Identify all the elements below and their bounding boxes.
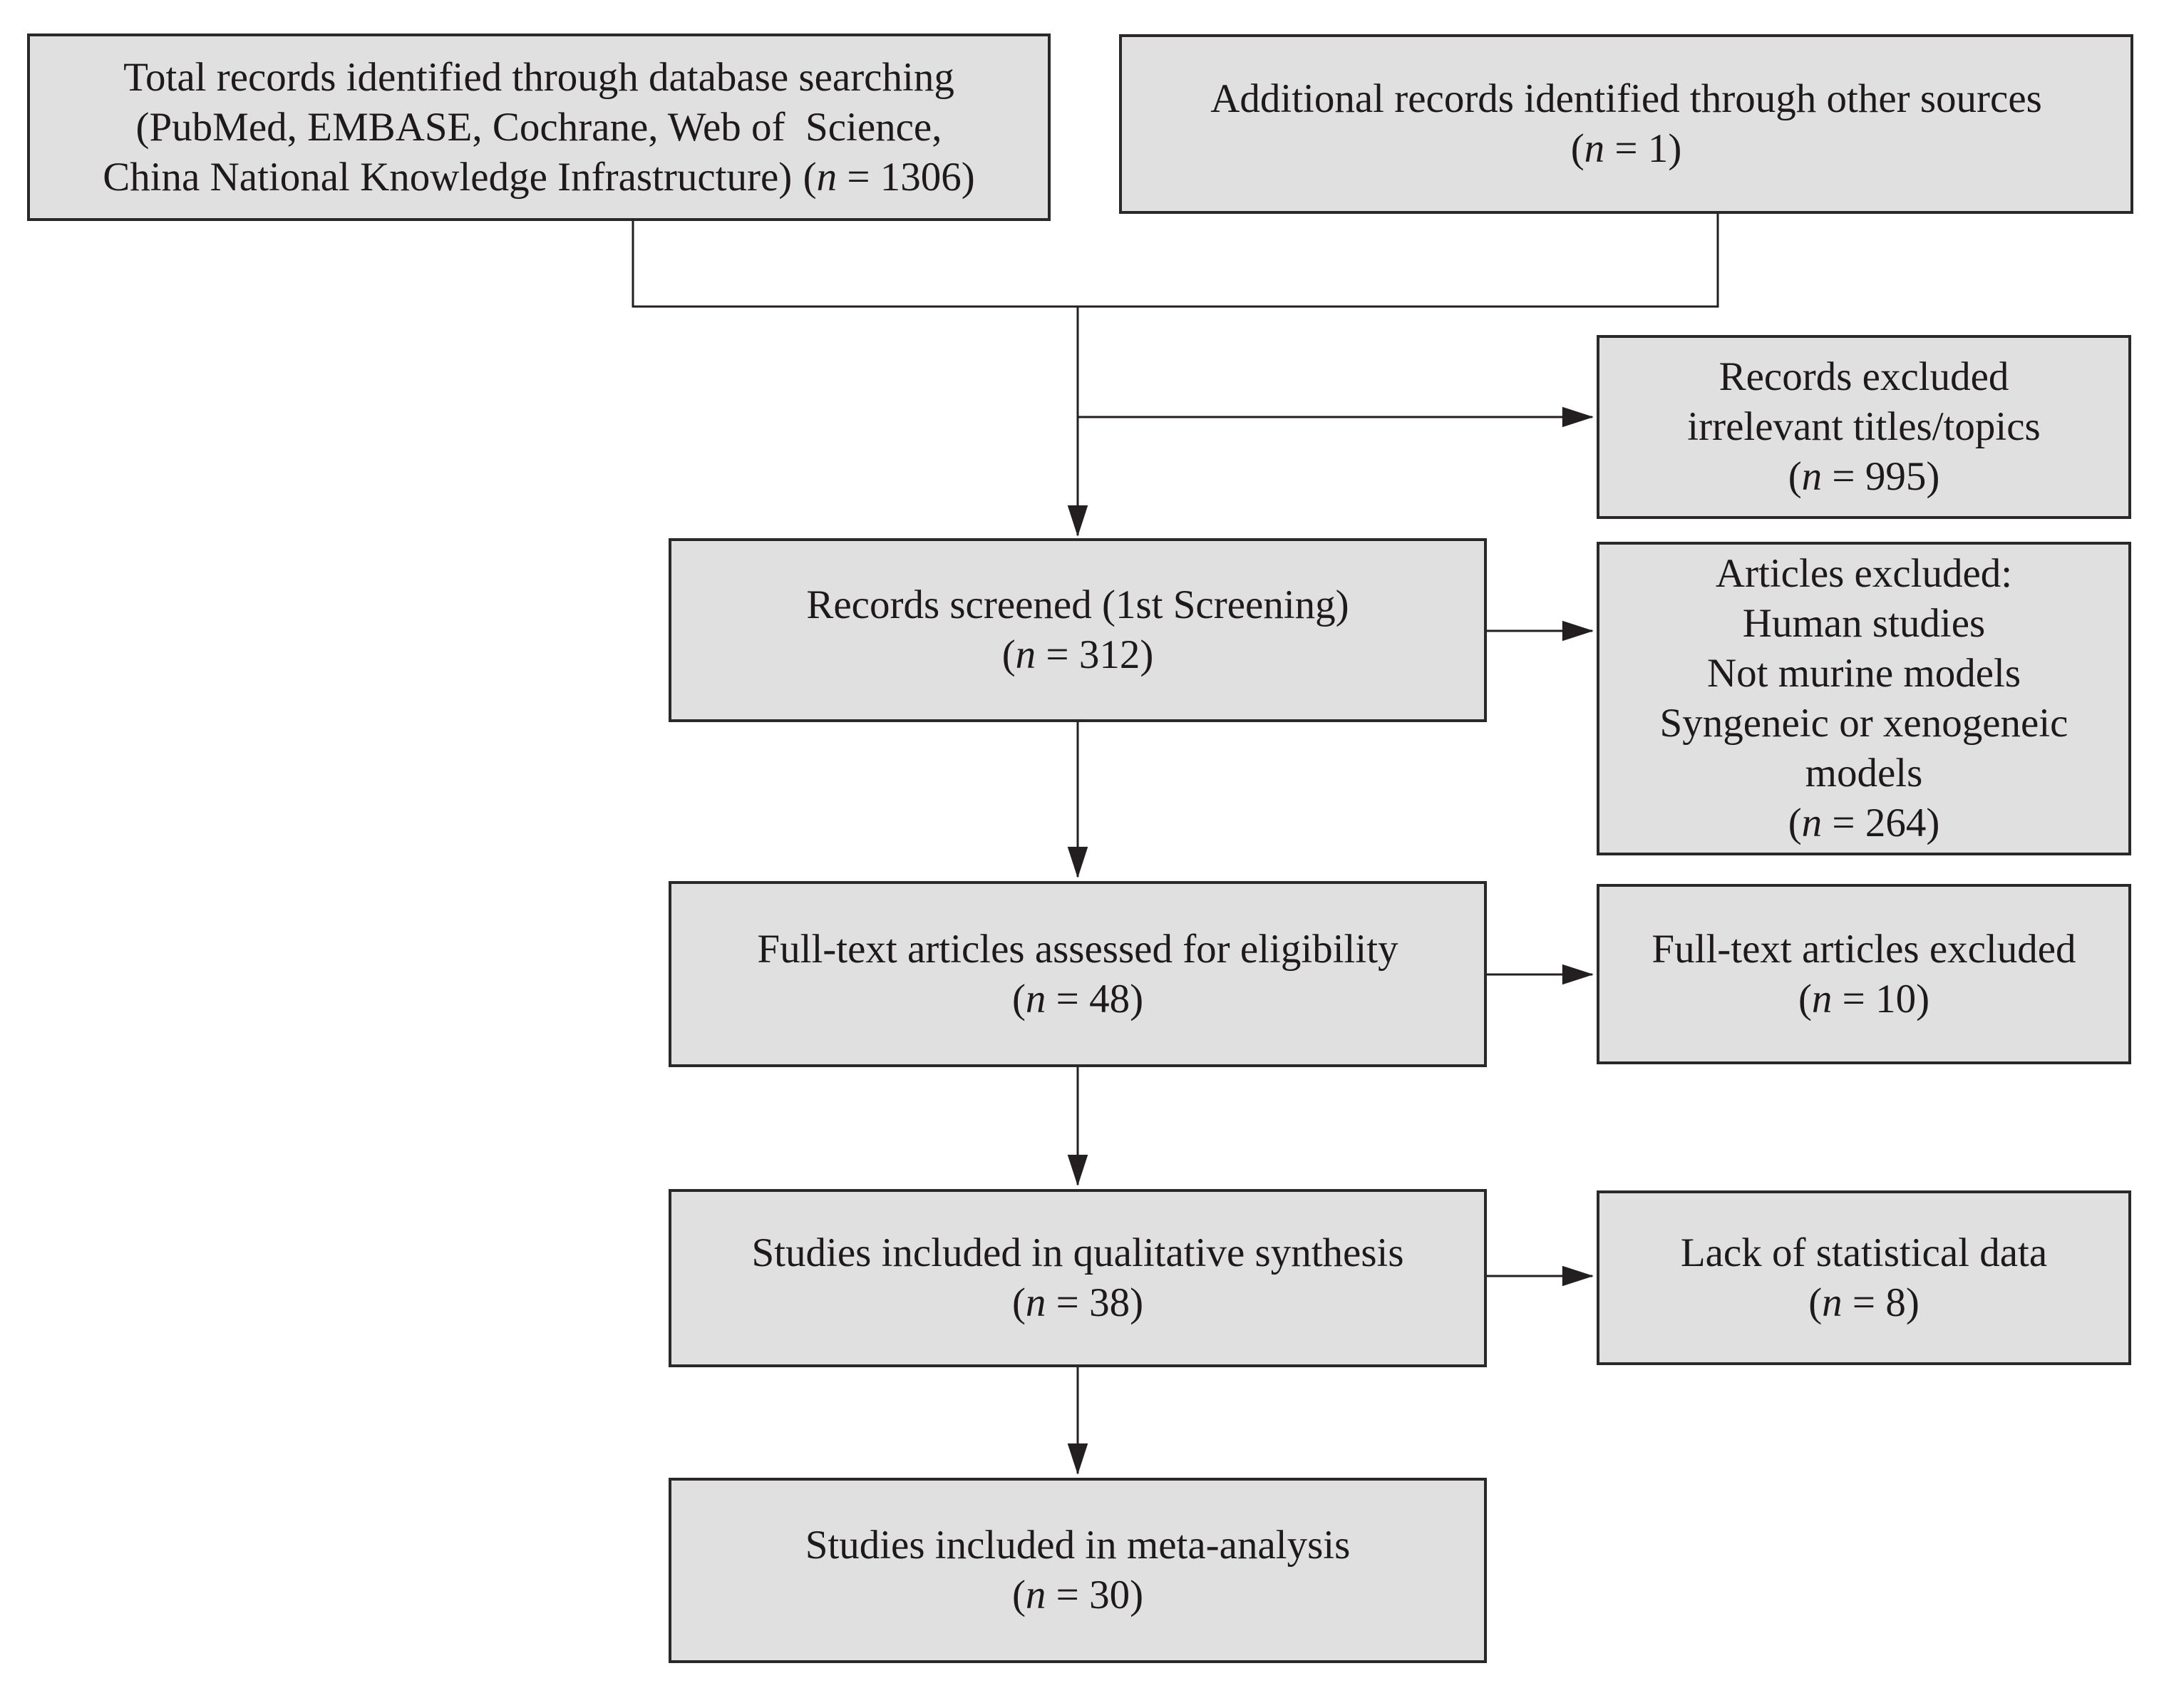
- count-n: n: [1811, 976, 1833, 1022]
- box-text-line: models: [1805, 751, 1923, 796]
- box-text-line: Records excluded: [1719, 354, 2009, 399]
- box-text-line: China National Knowledge Infrastructure)…: [103, 153, 975, 202]
- count-label: (n = 8): [1808, 1278, 1920, 1328]
- count-label: (n = 30): [1012, 1570, 1143, 1620]
- box-text-line: Full-text articles assessed for eligibil…: [757, 926, 1398, 972]
- count-open: (: [1011, 1573, 1026, 1617]
- count-open: (: [803, 154, 817, 200]
- count-open: (: [1808, 1280, 1823, 1325]
- count-n: n: [1025, 976, 1046, 1022]
- count-label: (n = 1): [1571, 124, 1682, 174]
- count-label: (n = 995): [1788, 452, 1940, 502]
- count-open: (: [1788, 454, 1802, 499]
- box-text-line: irrelevant titles/topics: [1687, 404, 2041, 449]
- count-open: (: [1011, 976, 1026, 1022]
- count-label: (n = 38): [1012, 1278, 1143, 1328]
- box-text-line: Not murine models: [1706, 651, 2021, 696]
- count-n: n: [1584, 126, 1605, 171]
- box-records-excluded: Records excluded irrelevant titles/topic…: [1597, 335, 2131, 519]
- box-fulltext-excluded: Full-text articles excluded (n = 10): [1597, 884, 2131, 1064]
- box-additional-records: Additional records identified through ot…: [1119, 34, 2133, 214]
- count-n: n: [816, 154, 838, 200]
- count-value: = 8): [1842, 1280, 1920, 1325]
- box-text-line: Lack of statistical data: [1680, 1230, 2048, 1275]
- count-value: = 10): [1832, 976, 1930, 1022]
- box-text-line: (PubMed, EMBASE, Cochrane, Web of Scienc…: [135, 104, 942, 150]
- count-label: (n = 10): [1798, 974, 1929, 1024]
- box-articles-excluded: Articles excluded: Human studies Not mur…: [1597, 542, 2131, 855]
- count-value: = 995): [1822, 454, 1940, 499]
- count-value: = 312): [1036, 632, 1154, 677]
- box-text-line: Additional records identified through ot…: [1210, 76, 2042, 121]
- count-label: (n = 264): [1788, 798, 1940, 848]
- count-open: (: [1001, 632, 1016, 677]
- count-open: (: [1788, 801, 1802, 845]
- count-value: = 264): [1822, 801, 1940, 845]
- count-value: = 38): [1046, 1280, 1144, 1325]
- box-text-line: Studies included in meta-analysis: [805, 1523, 1351, 1568]
- box-text-line: Full-text articles excluded: [1652, 926, 2076, 972]
- box-fulltext-assessed: Full-text articles assessed for eligibil…: [669, 881, 1487, 1067]
- count-label: (n = 1306): [803, 155, 975, 200]
- box-text-line: Total records identified through databas…: [123, 54, 954, 100]
- merge-connector: [632, 214, 1719, 308]
- box-text: China National Knowledge Infrastructure): [103, 154, 793, 200]
- count-n: n: [1025, 1573, 1046, 1617]
- box-text-line: Syngeneic or xenogeneic: [1659, 701, 2068, 746]
- count-open: (: [1011, 1280, 1026, 1325]
- count-label: (n = 48): [1012, 974, 1143, 1024]
- count-n: n: [1822, 1280, 1843, 1325]
- count-n: n: [1801, 454, 1823, 499]
- count-value: = 30): [1046, 1573, 1144, 1617]
- box-text-line: Articles excluded:: [1715, 551, 2013, 596]
- count-label: (n = 312): [1002, 630, 1154, 680]
- count-value: = 1): [1604, 126, 1682, 171]
- count-open: (: [1570, 126, 1585, 171]
- count-n: n: [1801, 801, 1823, 845]
- count-value: = 1306): [837, 154, 975, 200]
- box-total-records-identified: Total records identified through databas…: [27, 34, 1051, 221]
- count-value: = 48): [1046, 976, 1144, 1022]
- count-n: n: [1015, 632, 1036, 677]
- box-text-line: Records screened (1st Screening): [806, 582, 1349, 627]
- box-text-line: Studies included in qualitative synthesi…: [751, 1230, 1404, 1275]
- box-meta-analysis: Studies included in meta-analysis (n = 3…: [669, 1478, 1487, 1663]
- count-open: (: [1798, 976, 1812, 1022]
- box-qualitative-synthesis: Studies included in qualitative synthesi…: [669, 1189, 1487, 1367]
- box-lack-statistical-data: Lack of statistical data (n = 8): [1597, 1190, 2131, 1365]
- box-text-line: Human studies: [1742, 601, 1986, 646]
- box-records-screened: Records screened (1st Screening) (n = 31…: [669, 538, 1487, 722]
- count-n: n: [1025, 1280, 1046, 1325]
